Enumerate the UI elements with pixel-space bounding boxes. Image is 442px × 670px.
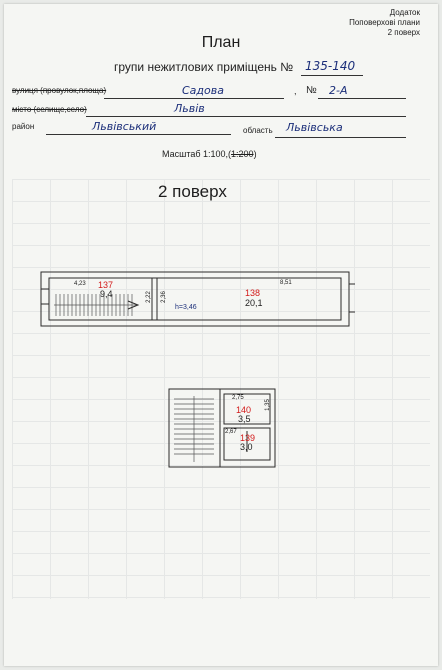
room-area-137: 9,4 — [100, 289, 113, 299]
room-139-walls — [223, 427, 271, 461]
district-label: район — [12, 122, 35, 131]
stair-hatch-137 — [54, 294, 138, 316]
dimension-6: 1,35 — [264, 399, 271, 411]
street-label-text: вулиця (провулок,площа) — [12, 86, 107, 95]
city-label: місто (селище,село) — [12, 105, 87, 114]
scale-close: ) — [253, 149, 257, 159]
room-area-139: 3,0 — [240, 442, 253, 452]
dimension-1: 4,23 — [74, 281, 86, 287]
number-underline — [318, 98, 406, 99]
room-number-140: 140 — [236, 405, 252, 415]
room-140-walls — [223, 393, 271, 425]
comma-separator: , — [294, 86, 297, 96]
dimension-7: 2,67 — [225, 429, 237, 435]
room-area-138: 20,1 — [245, 298, 263, 308]
stair-block-outline — [168, 388, 276, 468]
dimension-3: 2,36 — [160, 291, 167, 303]
street-value: Садова — [182, 84, 224, 97]
header-note: Додаток Поповерхові плани 2 поверх — [349, 8, 420, 38]
subtitle: групи нежитлових приміщень № — [114, 60, 294, 74]
region-label: область — [243, 126, 273, 135]
page-title: План — [201, 34, 241, 51]
dimension-5: 2,75 — [232, 395, 244, 401]
room-number-137: 137 — [98, 280, 114, 290]
scale-label: Масштаб 1:100,( — [162, 149, 232, 159]
header-line-3: 2 поверх — [387, 28, 420, 37]
group-number: 135-140 — [305, 59, 356, 73]
room-area-140: 3,5 — [238, 414, 251, 424]
region-underline — [275, 137, 406, 138]
number-value: 2-А — [329, 84, 348, 97]
header-line-1: Додаток — [389, 8, 420, 17]
city-value: Львів — [174, 102, 205, 115]
district-underline — [46, 134, 231, 135]
scale-struck: 1:200 — [231, 149, 254, 159]
district-value: Львівський — [92, 120, 157, 133]
street-underline — [104, 98, 284, 99]
stair-hatch-lower — [174, 396, 214, 462]
number-label: № — [306, 85, 317, 96]
document-page: Додаток Поповерхові плани 2 поверх План … — [4, 4, 438, 666]
region-value: Львівська — [286, 121, 343, 134]
upper-block-inner-wall — [48, 277, 342, 321]
upper-block-outer-wall — [40, 271, 350, 327]
street-label: вулиця (провулок,площа) — [12, 86, 106, 95]
stair-arrow-icon — [127, 300, 140, 310]
floor-plan-drawing — [40, 271, 355, 468]
scale-line: Масштаб 1:100,(1:200) — [162, 149, 257, 159]
dimension-2: 2,22 — [145, 291, 152, 303]
city-underline — [86, 116, 406, 117]
floor-title: 2 поверх — [158, 182, 227, 201]
city-label-text: місто (селище,село) — [12, 105, 87, 114]
room-number-138: 138 — [245, 288, 261, 298]
dimension-4: 8,51 — [280, 280, 292, 286]
ceiling-height: h=3,46 — [175, 304, 197, 311]
header-line-2: Поповерхові плани — [349, 18, 420, 27]
room-number-139: 139 — [240, 433, 256, 443]
group-number-underline — [301, 75, 363, 76]
